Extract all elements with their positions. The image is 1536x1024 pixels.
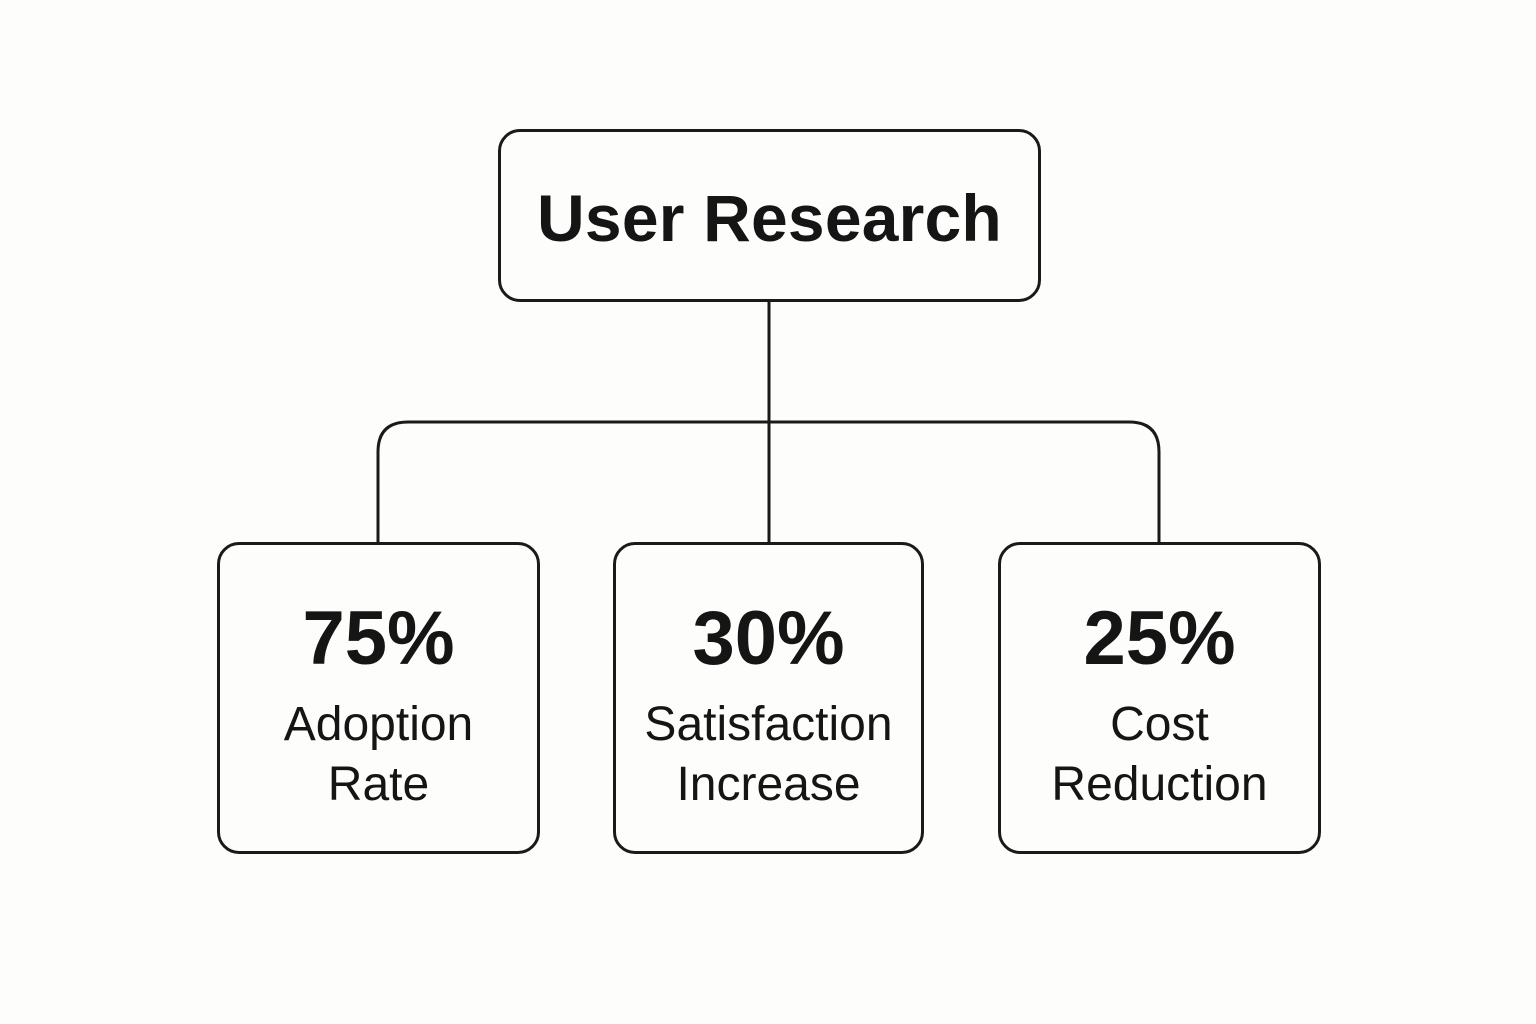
metric-value: 25% bbox=[1083, 596, 1236, 681]
branch-connector bbox=[376, 420, 1161, 542]
metric-value: 30% bbox=[692, 596, 845, 681]
metric-label-line: Satisfaction bbox=[644, 698, 893, 751]
metric-label: Cost Reduction bbox=[1001, 695, 1318, 815]
metric-node-satisfaction: 30% Satisfaction Increase bbox=[613, 542, 924, 854]
metric-label-line: Adoption bbox=[283, 698, 474, 751]
metric-node-cost: 25% Cost Reduction bbox=[998, 542, 1321, 854]
metric-label: Adoption Rate bbox=[220, 695, 537, 815]
metric-label-line: Cost bbox=[1110, 698, 1209, 751]
metric-node-adoption: 75% Adoption Rate bbox=[217, 542, 540, 854]
metric-label-line: Increase bbox=[676, 758, 861, 811]
metric-label-line: Reduction bbox=[1051, 758, 1268, 811]
metric-value: 75% bbox=[302, 596, 455, 681]
root-node: User Research bbox=[498, 129, 1041, 302]
metric-label-line: Rate bbox=[327, 758, 430, 811]
root-title: User Research bbox=[537, 180, 1002, 255]
metric-label: Satisfaction Increase bbox=[616, 695, 921, 815]
